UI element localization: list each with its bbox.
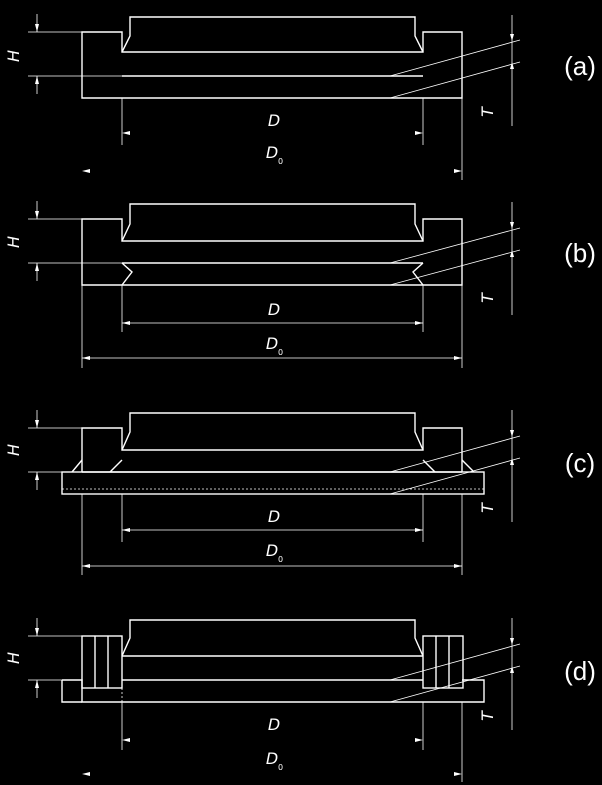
variant-d-D0-subscript: 0 [278, 763, 283, 772]
variant-b-chamfer-left [121, 262, 133, 286]
variant-b-H-label: H [4, 236, 23, 248]
variant-b-boss [121, 203, 424, 242]
variant-a-T-label: T [478, 106, 497, 117]
variant-d-drawing [28, 618, 521, 782]
variant-b-body [81, 218, 463, 286]
variant-d-tag: (d) [564, 656, 596, 686]
variant-d-right-ring [422, 635, 464, 689]
variant-b-chamfer-right [412, 262, 424, 286]
variant-b-D-label: D [268, 300, 280, 319]
variant-a-body [81, 31, 463, 99]
variant-d-boss [121, 619, 424, 657]
variant-c-D0-label: D [266, 541, 278, 560]
variant-a-D0-label: D [266, 143, 278, 162]
variant-c-base-plate [61, 471, 485, 495]
variant-b-D0-label: D [266, 334, 278, 353]
variant-c-drawing [28, 410, 521, 575]
variant-d-D0-label: D [266, 749, 278, 768]
variant-c-H-label: H [4, 444, 23, 456]
variant-a-tag: (a) [564, 51, 596, 81]
variant-b-T-label: T [478, 292, 497, 303]
variant-b-D0-subscript: 0 [278, 348, 283, 357]
variant-a-D-label: D [268, 111, 280, 130]
variant-a-H-label: H [4, 50, 23, 62]
variant-c-lugs [81, 427, 463, 472]
variant-a-boss [121, 16, 424, 53]
variant-d-T-label: T [478, 710, 497, 721]
variant-c-D0-subscript: 0 [278, 555, 283, 564]
variant-a-drawing [28, 14, 521, 180]
variant-c-tag: (c) [565, 448, 595, 478]
variant-d-H-label: H [4, 652, 23, 664]
variant-a-D0-subscript: 0 [278, 157, 283, 166]
variant-b-tag: (b) [564, 238, 596, 268]
variant-c-boss [121, 412, 424, 451]
variant-b-drawing [28, 201, 521, 368]
variant-d-left-ring [81, 635, 123, 689]
variant-d-base-plate [62, 679, 485, 703]
variant-c-D-label: D [268, 507, 280, 526]
variant-c-T-label: T [478, 502, 497, 513]
variant-d-D-label: D [268, 715, 280, 734]
